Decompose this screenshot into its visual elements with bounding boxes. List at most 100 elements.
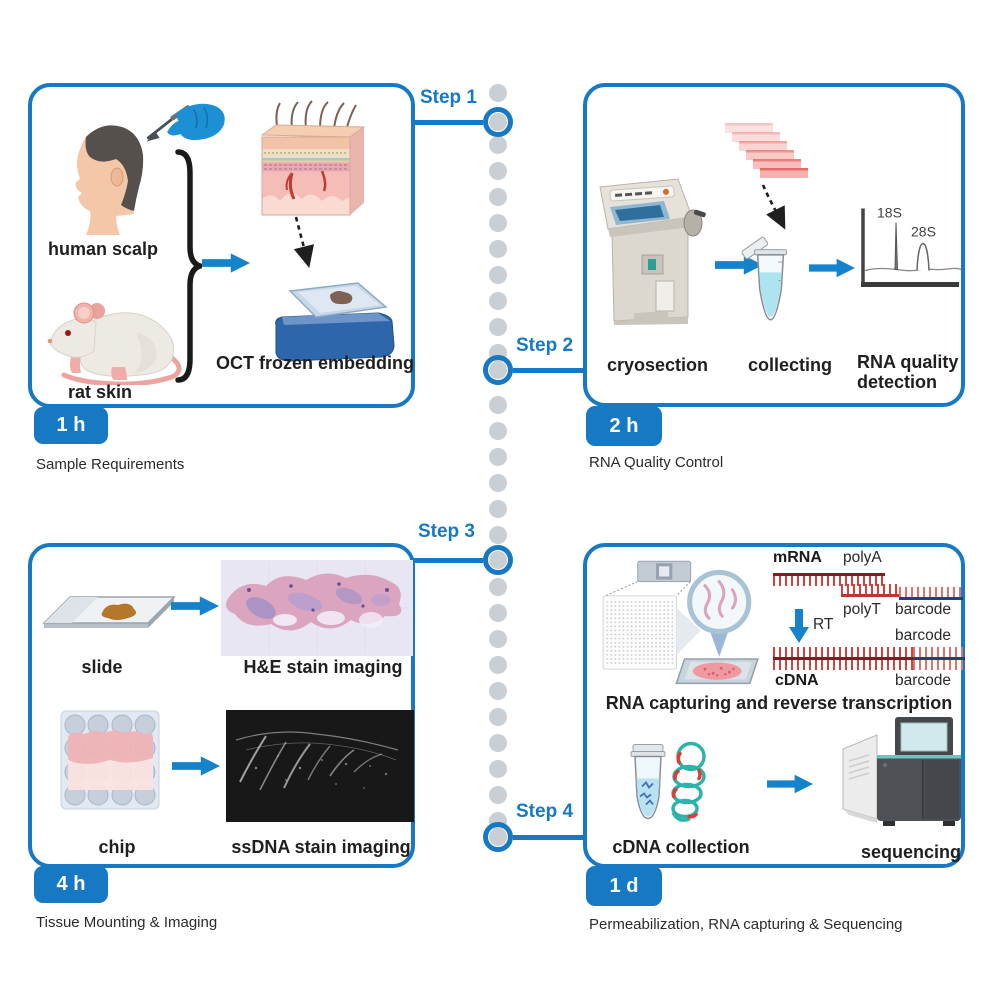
timeline-dot [489, 734, 507, 752]
rt-arrow-icon [789, 609, 809, 643]
timeline-dot [489, 500, 507, 518]
arrow-right-icon [202, 253, 250, 273]
rat-icon [47, 302, 182, 385]
timeline-dot [489, 188, 507, 206]
arrow-right-icon [171, 596, 219, 616]
timeline-dot [489, 266, 507, 284]
cdna-collection-label: cDNA collection [612, 837, 750, 857]
rt-label: RT [813, 616, 834, 633]
step3-label: Step 3 [417, 521, 475, 542]
he-stain-image [221, 560, 413, 656]
ring-dot [489, 361, 507, 379]
barcode-bottom-label: barcode [895, 672, 952, 689]
rat-skin-label: rat skin [67, 382, 133, 402]
step3-connector-line [413, 558, 483, 563]
timeline-dot [489, 214, 507, 232]
oct-embedding-label: OCT frozen embedding [216, 353, 414, 373]
cdna-strand-barcode [913, 647, 965, 670]
slide-icon [42, 596, 176, 628]
brace-icon [175, 149, 202, 383]
barcode-mid-label: barcode [895, 627, 952, 644]
timeline-dot [489, 604, 507, 622]
arrow-right-icon [715, 255, 763, 275]
step4-label: Step 4 [516, 801, 574, 822]
oct-block-icon [275, 282, 395, 362]
step4-duration-badge: 1 d [586, 866, 662, 906]
dashed-arrow-icon [293, 216, 314, 269]
timeline-dot [489, 760, 507, 778]
arrow-right-icon [767, 774, 813, 794]
timeline-dot [489, 318, 507, 336]
peak-18s-label: 18S [877, 205, 902, 221]
step1-label: Step 1 [419, 87, 477, 108]
barcode-top-label: barcode [895, 601, 952, 618]
ssdna-stain-label: ssDNA stain imaging [231, 837, 411, 857]
ring-dot [489, 828, 507, 846]
rna-quality-label: RNA quality detection [857, 352, 959, 393]
arrow-right-icon [809, 258, 855, 278]
step3-duration-badge: 4 h [34, 866, 108, 903]
scalpel-hand-icon [146, 103, 225, 142]
slide-label: slide [81, 657, 123, 677]
ssdna-stain-image [226, 710, 414, 822]
timeline-dot [489, 708, 507, 726]
arrow-right-icon [172, 756, 220, 776]
capture-caption-label: RNA capturing and reverse transcription [605, 693, 953, 713]
timeline-dot [489, 474, 507, 492]
step1-connector-line [413, 120, 483, 125]
cdna-strand-red [773, 647, 913, 670]
timeline-dot [489, 240, 507, 258]
panel-step2: 18S 28S cryosection collecting RNA quali… [583, 83, 965, 407]
step1-duration-badge: 1 h [34, 407, 108, 444]
step4-caption: Permeabilization, RNA capturing & Sequen… [589, 916, 903, 933]
chip-label: chip [98, 837, 136, 857]
timeline-dot [489, 448, 507, 466]
ring-dot [489, 551, 507, 569]
step3-caption: Tissue Mounting & Imaging [36, 914, 218, 931]
step2-caption: RNA Quality Control [589, 454, 724, 471]
panel-step4: mRNA polyA polyT barcode RT barcode [583, 543, 965, 868]
timeline-dot [489, 786, 507, 804]
timeline-dot [489, 396, 507, 414]
polya-label: polyA [843, 549, 882, 566]
step1-caption: Sample Requirements [36, 456, 185, 473]
rna-capture-illustration [602, 560, 759, 685]
sequencing-label: sequencing [860, 842, 962, 862]
cryostat-icon [599, 178, 706, 325]
peak-28s-label: 28S [911, 224, 936, 240]
timeline-dot [489, 682, 507, 700]
barcode-strand [899, 587, 963, 600]
timeline-dot [489, 136, 507, 154]
tissue-sections-icon [725, 123, 808, 178]
timeline-dot [489, 422, 507, 440]
he-stain-label: H&E stain imaging [243, 657, 403, 677]
ring-dot [489, 113, 507, 131]
timeline-dot [489, 656, 507, 674]
timeline-dot [489, 630, 507, 648]
mrna-label: mRNA [773, 549, 822, 566]
timeline-dot [489, 84, 507, 102]
step4-node [483, 822, 513, 852]
cdna-label: cDNA [775, 672, 819, 689]
step4-connector-line [513, 835, 585, 840]
polyt-label: polyT [843, 601, 881, 618]
cryosection-label: cryosection [606, 355, 709, 375]
mrna-strand [773, 573, 885, 586]
panel-step1: human scalp rat skin [28, 83, 415, 408]
chip-icon [60, 710, 160, 810]
dashed-arrow-icon [761, 184, 786, 230]
skin-tissue-icon [260, 100, 366, 216]
sequencer-icon [842, 717, 961, 826]
timeline-dot [489, 578, 507, 596]
rna-quality-chart: 18S 28S [861, 205, 962, 287]
step1-node [483, 107, 513, 137]
human-head-icon [75, 125, 144, 235]
step2-duration-badge: 2 h [586, 406, 662, 446]
step3-node [483, 545, 513, 575]
panel-step3: slide H&E stain imaging [28, 543, 415, 868]
rt-strand-diagram: mRNA polyA polyT barcode RT barcode [773, 549, 965, 691]
human-scalp-label: human scalp [47, 239, 159, 259]
polyt-strand [841, 584, 899, 597]
timeline-dot [489, 292, 507, 310]
